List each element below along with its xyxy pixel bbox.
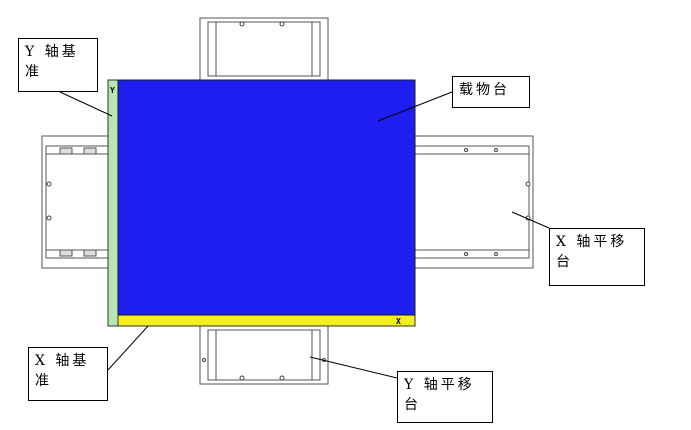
x-translation-callout: X 轴平移台	[549, 228, 645, 286]
leader-x-translation	[511, 211, 550, 229]
y-axis-reference-strip	[107, 79, 119, 327]
leader-stage	[377, 91, 453, 122]
x-reference-mark: X	[396, 317, 401, 326]
leader-lines	[59, 91, 550, 379]
y-translation-callout: Y 轴平移台	[397, 371, 493, 423]
x-axis-reference-strip	[117, 314, 416, 327]
y-reference-callout: Y 轴基准	[18, 38, 98, 92]
y-stage-screws	[202, 21, 326, 381]
leader-x-reference	[107, 325, 149, 371]
y-axis-translation-stage	[199, 17, 329, 385]
leader-y-reference	[59, 91, 113, 117]
stage-platform	[117, 79, 416, 316]
y-reference-mark: Y	[110, 86, 115, 95]
leader-y-translation	[309, 356, 398, 379]
x-stage-end-blocks	[59, 147, 97, 257]
stage-callout: 载物台	[452, 76, 530, 108]
x-reference-callout: X 轴基准	[28, 347, 108, 401]
